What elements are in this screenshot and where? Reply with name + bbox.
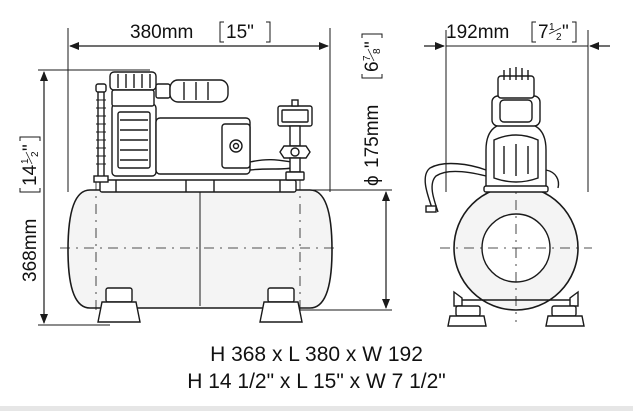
svg-text:175mm: 175mm (362, 105, 383, 168)
power-wire (249, 159, 293, 163)
svg-text:1: 1 (20, 158, 31, 164)
svg-text:368mm: 368mm (20, 219, 41, 282)
svg-text:8: 8 (372, 48, 383, 54)
svg-text:": " (20, 144, 41, 151)
svg-text:14: 14 (20, 164, 41, 186)
svg-text:ϕ: ϕ (362, 175, 383, 186)
tank-feet (97, 287, 303, 323)
carry-handle (155, 79, 229, 103)
discharge-pipe (93, 83, 109, 183)
front-base-frame (447, 290, 585, 327)
side-view (38, 28, 392, 326)
front-width-label: 192mm 7 1 2 " (446, 21, 577, 43)
svg-text:1: 1 (549, 22, 555, 33)
cylinder-head (109, 71, 157, 107)
height-label: 368mm 14 1 2 " (19, 136, 41, 282)
pressure-gauge (277, 99, 313, 181)
width-dimension-line (67, 28, 331, 192)
svg-text:2: 2 (556, 32, 562, 43)
compressor-motor (111, 103, 251, 177)
svg-text:380mm: 380mm (130, 22, 193, 43)
front-width-dimension-line (424, 30, 610, 192)
svg-text:15": 15" (226, 22, 254, 43)
front-cooling-fins (497, 67, 535, 99)
svg-text:7: 7 (538, 22, 549, 43)
svg-text:7: 7 (362, 55, 373, 61)
summary-imperial: H 14 1/2" x L 15" x W 7 1/2" (187, 370, 446, 393)
height-dimension-line (38, 69, 150, 326)
front-view (424, 30, 610, 327)
svg-text:192mm: 192mm (446, 22, 509, 43)
svg-text:": " (562, 22, 569, 43)
summary-metric: H 368 x L 380 x W 192 (210, 343, 423, 366)
bottom-divider (0, 406, 633, 411)
diameter-label: ϕ 175mm 6 7 8 " (361, 33, 383, 186)
front-motor (483, 95, 549, 193)
svg-text:2: 2 (30, 151, 41, 157)
svg-text:6: 6 (362, 61, 383, 72)
width-label: 380mm 15" (130, 21, 271, 43)
svg-text:": " (362, 41, 383, 48)
front-wires (424, 162, 560, 213)
